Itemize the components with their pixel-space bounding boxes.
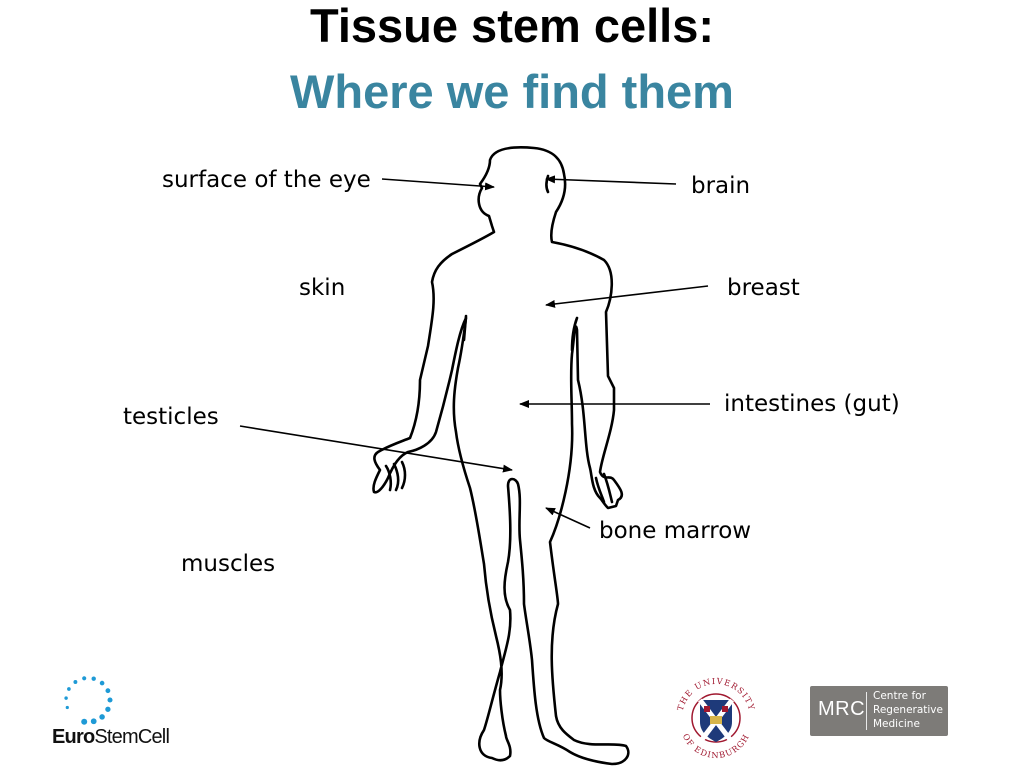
- eurostemcell-dot: [73, 680, 78, 684]
- body-outline: [372, 146, 630, 766]
- eurostemcell-dot: [105, 688, 111, 694]
- eurostemcell-dot: [107, 697, 113, 703]
- eurostemcell-wordmark: EuroStemCell: [52, 726, 170, 748]
- eurostemcell-dots-icon: [64, 676, 113, 725]
- eurostemcell-dot: [65, 705, 69, 710]
- label-brain: brain: [691, 173, 751, 199]
- eurostemcell-dot: [82, 676, 87, 681]
- mrc-logo: MRC Centre for Regenerative Medicine: [810, 686, 948, 736]
- mrc-abbr: MRC: [818, 698, 866, 720]
- slide-subtitle: Where we find them: [290, 65, 734, 118]
- arrow-breast: [545, 285, 709, 308]
- mrc-text-line1: Centre for: [873, 690, 926, 702]
- mrc-text-line3: Medicine: [873, 718, 920, 730]
- label-bone-marrow: bone marrow: [599, 518, 752, 544]
- arrow-bone-marrow: [545, 507, 591, 529]
- eurostemcell-dot: [64, 696, 68, 700]
- arrow-brain: [545, 175, 677, 185]
- label-skin: skin: [299, 275, 346, 301]
- eurostemcell-dot: [99, 680, 105, 686]
- label-testicles: testicles: [123, 404, 219, 430]
- eurostemcell-dot: [91, 676, 96, 681]
- eurostemcell-dot: [90, 718, 97, 725]
- label-breast: breast: [727, 275, 800, 301]
- label-surface-of-eye: surface of the eye: [162, 167, 371, 193]
- mrc-divider: [866, 692, 867, 730]
- label-muscles: muscles: [181, 551, 276, 577]
- slide-title: Tissue stem cells:: [309, 0, 715, 52]
- eurostemcell-logo: EuroStemCell: [48, 672, 178, 752]
- mrc-text-line2: Regenerative: [873, 704, 943, 716]
- eurostemcell-dot: [99, 714, 105, 720]
- university-of-edinburgh-crest: THE UNIVERSITY OF EDINBURGH: [668, 670, 764, 766]
- arrow-testicles: [239, 425, 513, 473]
- eurostemcell-dot: [67, 687, 71, 691]
- label-intestines: intestines (gut): [724, 391, 900, 417]
- eurostemcell-dot: [81, 718, 88, 725]
- university-crest-icon: THE UNIVERSITY OF EDINBURGH: [675, 676, 756, 760]
- eurostemcell-dot: [105, 706, 111, 712]
- arrow-eye: [381, 178, 495, 191]
